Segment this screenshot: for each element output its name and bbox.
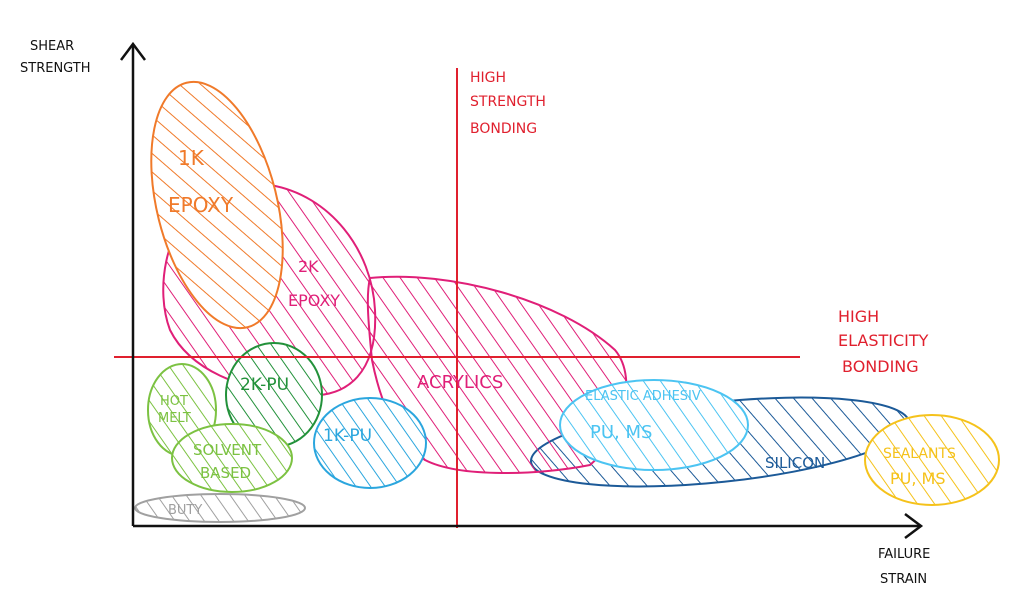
elasticity-zone-label-3: BONDING: [842, 357, 919, 376]
y-axis: [120, 41, 146, 526]
sealants-label-2: PU, MS: [890, 469, 946, 488]
buty-region: [134, 493, 306, 523]
solvent-based-label-2: BASED: [200, 464, 251, 482]
strength-zone-label-2: STRENGTH: [470, 94, 546, 110]
elastic-adhesive-outline: [559, 379, 749, 471]
epoxy-2k-label: 2K: [298, 257, 319, 276]
strength-zone-label: HIGH: [470, 70, 506, 86]
pu-1k-outline: [313, 397, 427, 489]
y-axis-label-2: STRENGTH: [20, 61, 91, 76]
elastic-adhesive-label-2: PU, MS: [590, 422, 652, 443]
sealants-label: SEALANTS: [883, 446, 956, 462]
hot-melt-label: HOT: [160, 394, 188, 409]
strength-zone-label-3: BONDING: [470, 121, 537, 137]
epoxy-1k-label: 1K: [178, 146, 205, 170]
x-axis: [133, 513, 924, 539]
x-axis-label: FAILURE: [878, 547, 930, 562]
pu-2k-label: 2K-PU: [240, 375, 289, 395]
x-axis-label-2: STRAIN: [880, 572, 927, 587]
solvent-based-outline: [171, 423, 293, 493]
pu-1k-label: 1K-PU: [323, 426, 372, 446]
hot-melt-label-2: MELT: [158, 411, 191, 426]
elasticity-zone-label-2: ELASTICITY: [838, 331, 929, 350]
solvent-based-label: SOLVENT: [193, 441, 262, 459]
sealants-outline: [864, 414, 1000, 506]
elasticity-zone-label: HIGH: [838, 307, 879, 326]
y-axis-label: SHEAR: [30, 39, 74, 54]
silicon-label: SILICON: [765, 454, 825, 472]
buty-label: BUTY: [168, 503, 202, 518]
epoxy-1k-label-2: EPOXY: [168, 193, 234, 217]
acrylics-label: ACRYLICS: [417, 372, 503, 393]
elastic-adhesive-label: ELASTIC ADHESIV: [585, 389, 701, 404]
epoxy-1k-outline: [150, 80, 284, 330]
epoxy-2k-label-2: EPOXY: [288, 291, 340, 310]
